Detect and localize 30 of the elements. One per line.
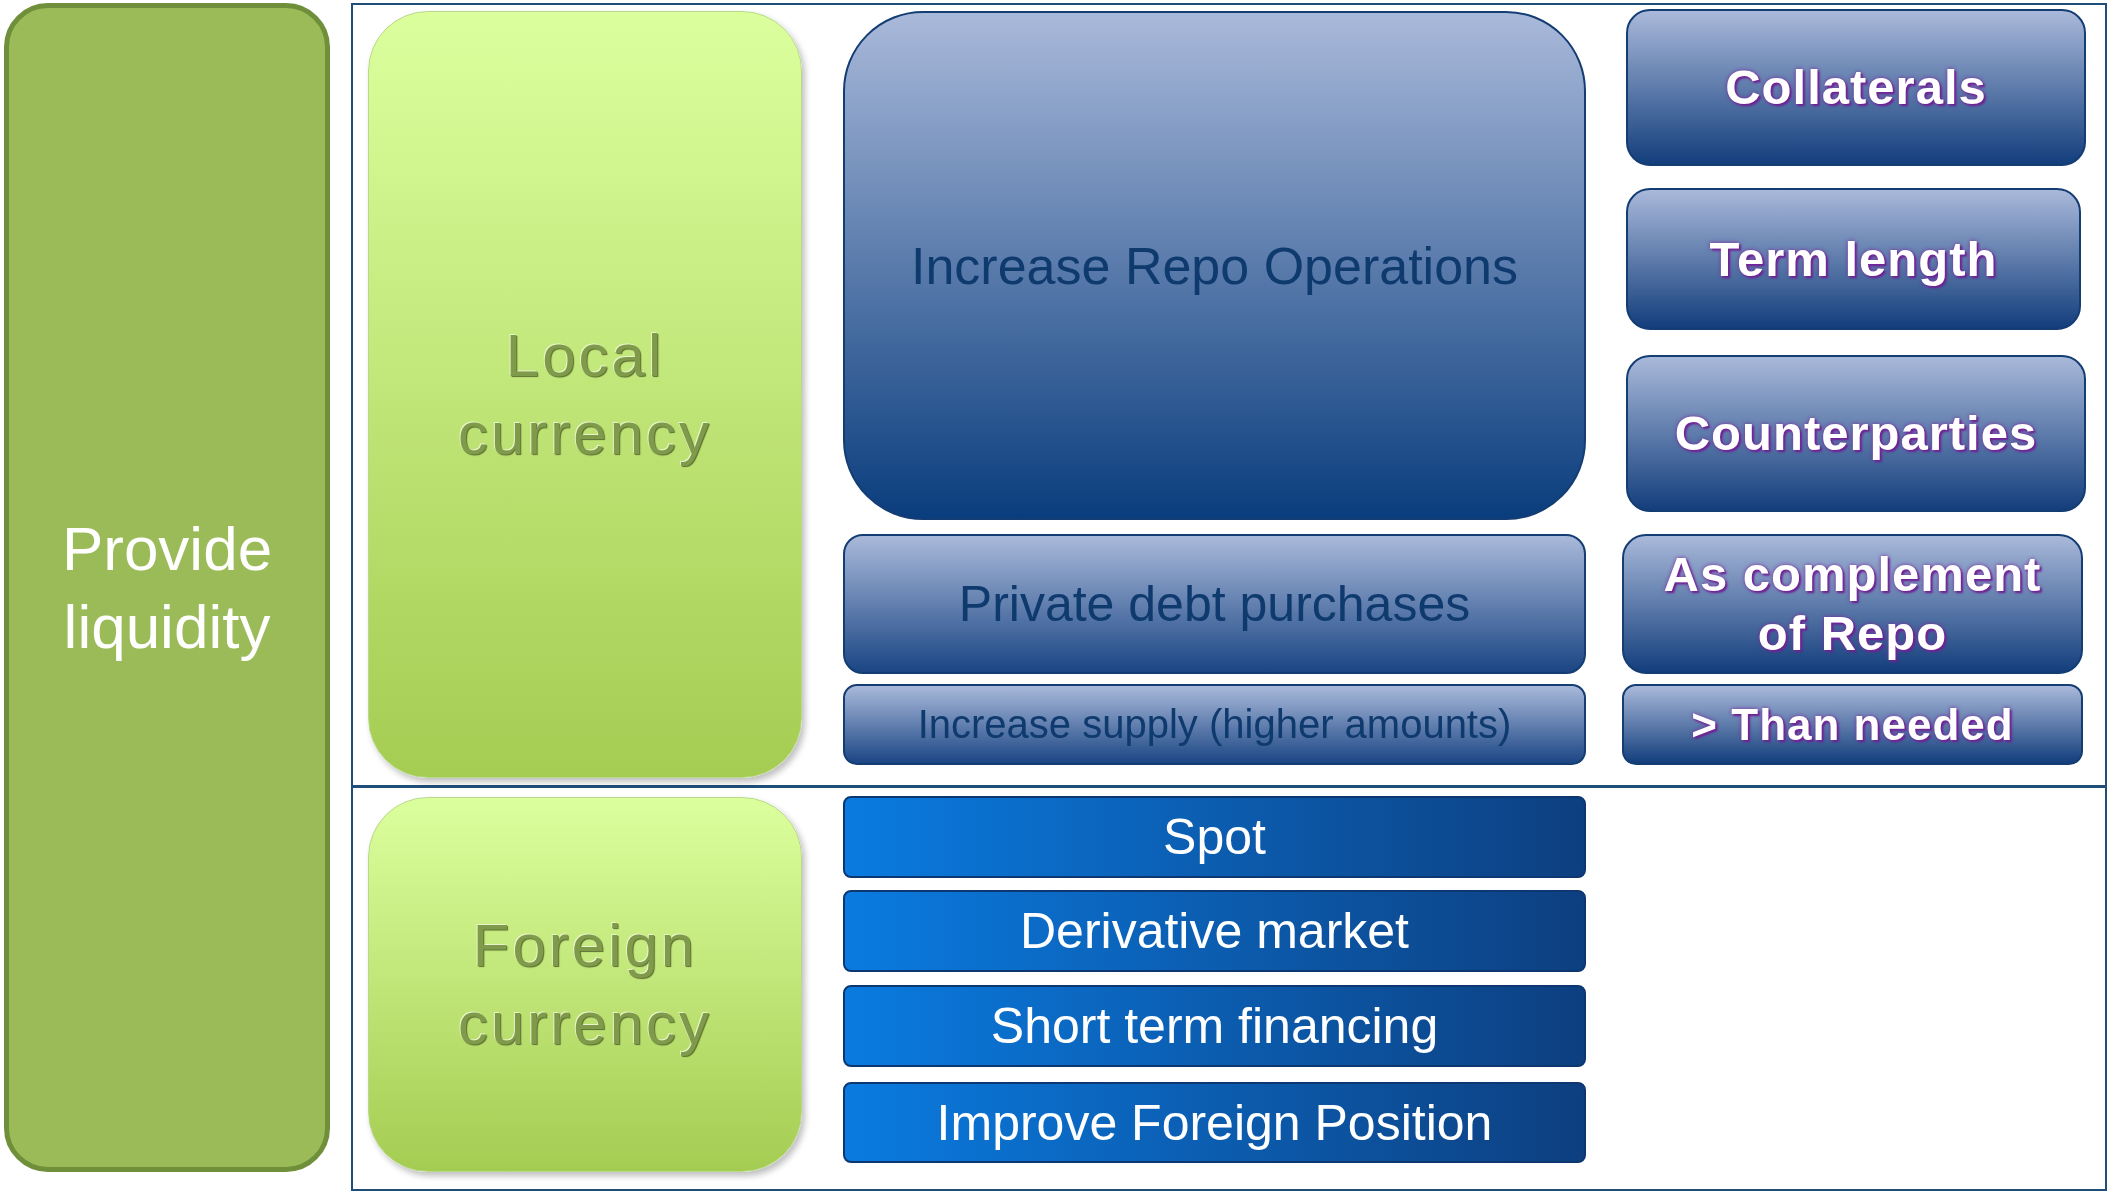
detail-box — [1626, 355, 2086, 512]
box-label: > Than needed — [1691, 699, 2014, 750]
box-label: Increase supply (higher amounts) — [917, 702, 1512, 747]
category-box — [368, 797, 802, 1172]
box-label: Foreign currency — [456, 910, 714, 1059]
box-label: Increase Repo Operations — [911, 235, 1518, 296]
box-label: Derivative market — [1020, 902, 1409, 960]
detail-box — [1622, 534, 2083, 674]
detail-box — [1626, 188, 2081, 330]
detail-box — [1622, 684, 2083, 765]
box-label: Private debt purchases — [958, 575, 1471, 633]
action-box — [843, 684, 1586, 765]
box-label: Provide liquidity — [60, 513, 274, 663]
box-label: Counterparties — [1674, 405, 2038, 463]
box-label: Short term financing — [990, 997, 1439, 1055]
box-label: As complement of Repo — [1662, 546, 2043, 662]
action-box — [843, 11, 1586, 520]
box-label: Improve Foreign Position — [936, 1093, 1493, 1152]
box-label: Term length — [1709, 230, 1998, 288]
action-box — [843, 796, 1586, 878]
box-label: Local currency — [456, 320, 714, 469]
action-box — [843, 985, 1586, 1067]
category-box — [368, 11, 802, 778]
action-box — [843, 534, 1586, 674]
action-box — [843, 1082, 1586, 1163]
goal-box — [4, 3, 330, 1172]
box-label: Collaterals — [1725, 59, 1987, 117]
box-label: Spot — [1163, 808, 1266, 866]
action-box — [843, 890, 1586, 972]
detail-box — [1626, 9, 2086, 166]
